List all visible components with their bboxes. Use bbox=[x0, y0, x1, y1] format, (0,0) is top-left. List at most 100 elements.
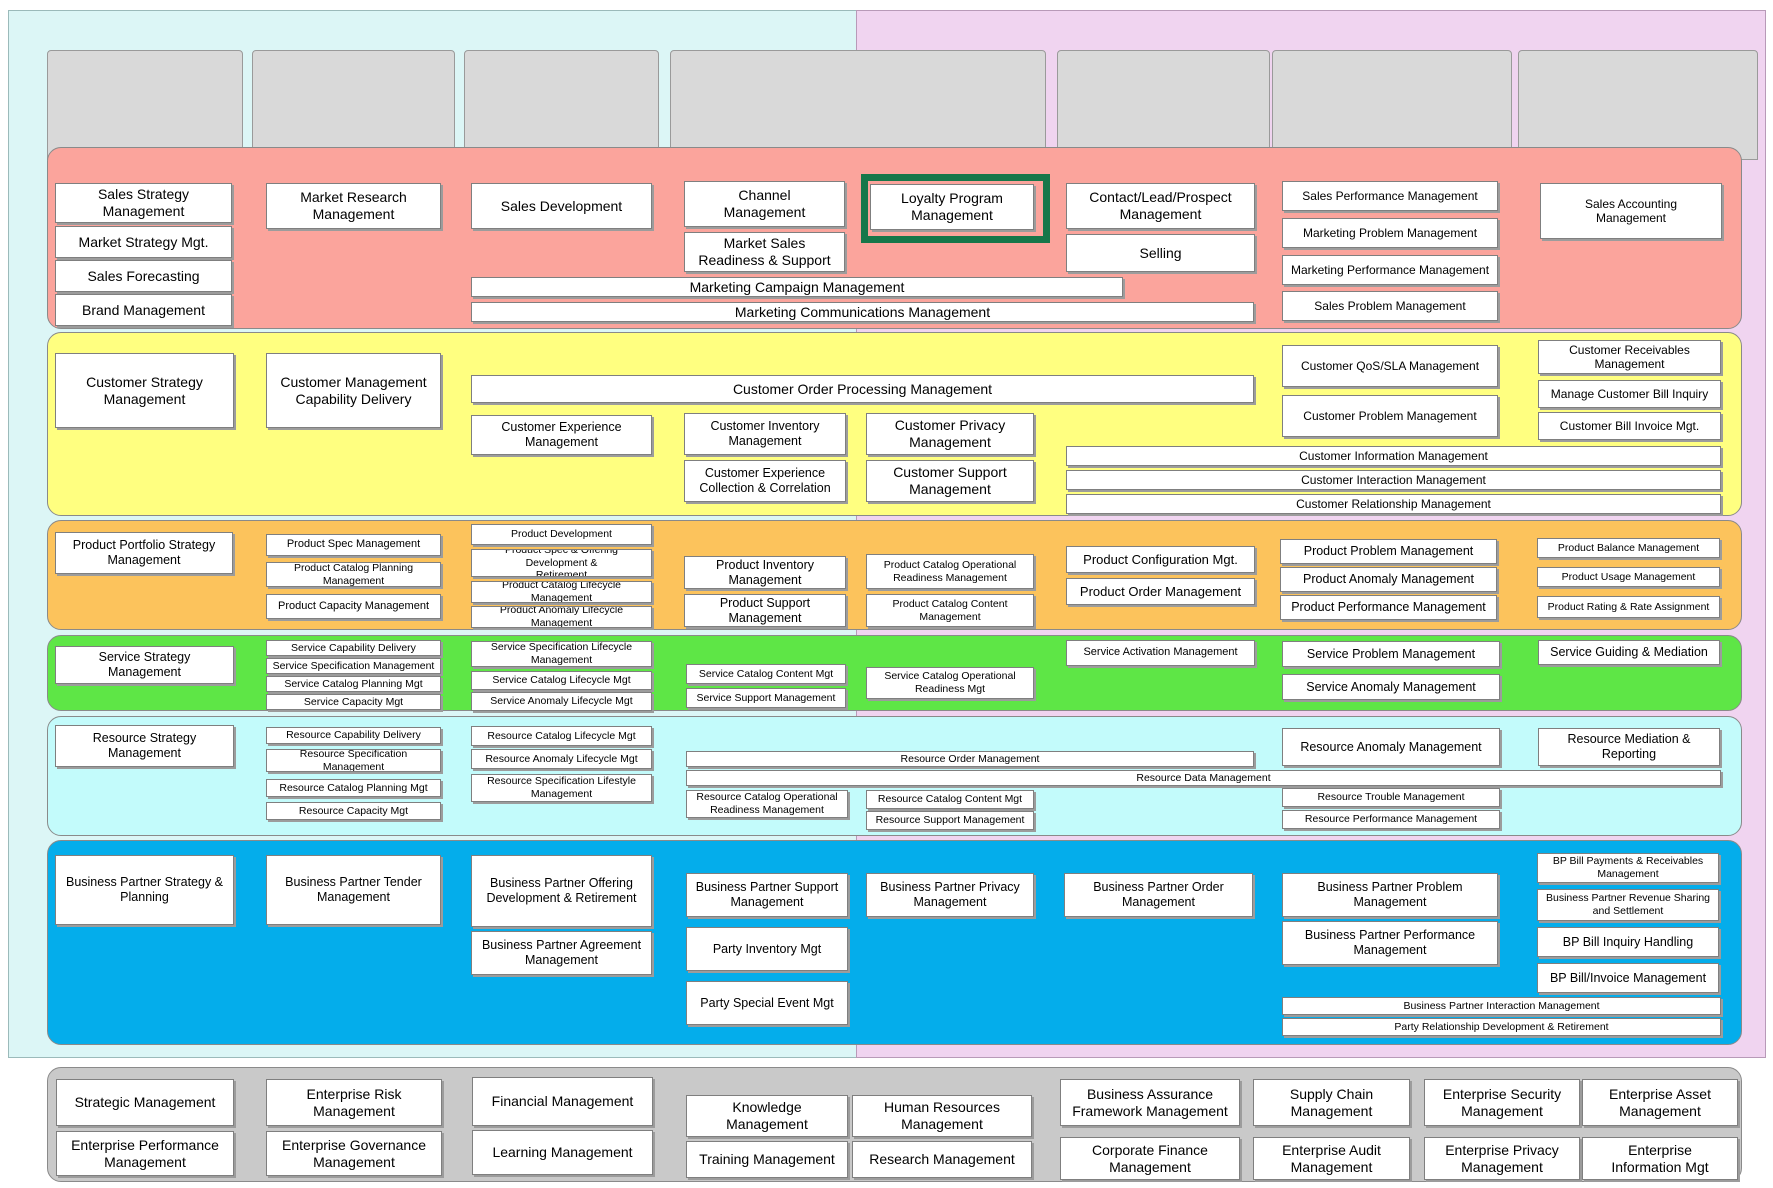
box-enterprise-asset-management: Enterprise Asset Management bbox=[1582, 1079, 1738, 1126]
box-product-catalog-lifecycle-management: Product Catalog Lifecycle Management bbox=[471, 581, 652, 603]
box-resource-specification-lifestyle-management: Resource Specification Lifestyle Managem… bbox=[471, 774, 652, 802]
box-label: Enterprise Risk Management bbox=[306, 1085, 402, 1119]
column-header-business-value-development bbox=[464, 50, 659, 160]
box-label: Resource Strategy Management bbox=[92, 731, 197, 760]
box-label: Learning Management bbox=[492, 1144, 633, 1161]
box-customer-strategy-management: Customer Strategy Management bbox=[55, 353, 234, 428]
box-service-catalog-content-mgt: Service Catalog Content Mgt bbox=[686, 664, 846, 684]
box-product-order-management: Product Order Management bbox=[1066, 578, 1255, 605]
box-business-partner-support-management: Business Partner Support Management bbox=[686, 873, 848, 917]
box-supply-chain-management: Supply Chain Management bbox=[1253, 1079, 1410, 1126]
box-label: Party Relationship Development & Retirem… bbox=[1394, 1020, 1609, 1033]
box-label: Service Strategy Management bbox=[98, 650, 191, 679]
box-sales-strategy-management: Sales Strategy Management bbox=[55, 183, 232, 223]
box-resource-trouble-management: Resource Trouble Management bbox=[1282, 788, 1500, 807]
box-label: Product Development bbox=[511, 528, 612, 541]
box-label: Resource Catalog Operational Readiness M… bbox=[696, 791, 838, 816]
box-customer-bill-invoice-mgt: Customer Bill Invoice Mgt. bbox=[1538, 412, 1721, 440]
box-label: Customer Experience Collection & Correla… bbox=[699, 466, 831, 495]
box-business-partner-revenue-sharing-and-settlement: Business Partner Revenue Sharing and Set… bbox=[1537, 889, 1719, 921]
box-label: Customer Inventory Management bbox=[710, 419, 820, 448]
box-resource-capacity-mgt: Resource Capacity Mgt bbox=[266, 802, 441, 820]
box-label: Service Capability Delivery bbox=[291, 641, 416, 654]
box-customer-support-management: Customer Support Management bbox=[866, 460, 1034, 502]
box-label: Customer Receivables Management bbox=[1569, 342, 1690, 371]
highlight-frame bbox=[861, 174, 1050, 243]
box-resource-anomaly-management: Resource Anomaly Management bbox=[1282, 728, 1500, 766]
box-resource-strategy-management: Resource Strategy Management bbox=[55, 725, 234, 767]
box-label: Service Problem Management bbox=[1306, 646, 1476, 661]
box-customer-management-capability-delivery: Customer Management Capability Delivery bbox=[266, 353, 441, 428]
box-product-capacity-management: Product Capacity Management bbox=[266, 594, 441, 619]
box-business-partner-strategy-and-planning: Business Partner Strategy & Planning bbox=[55, 855, 234, 925]
column-header-strategy-management bbox=[47, 50, 243, 160]
box-enterprise-security-management: Enterprise Security Management bbox=[1424, 1079, 1580, 1126]
box-customer-information-management: Customer Information Management bbox=[1066, 446, 1721, 466]
box-label: Research Management bbox=[869, 1151, 1015, 1168]
box-label: Resource Support Management bbox=[875, 814, 1025, 827]
box-label: Product Order Management bbox=[1079, 583, 1242, 599]
box-label: Customer Support Management bbox=[893, 464, 1007, 497]
box-label: Market Strategy Mgt. bbox=[78, 233, 209, 250]
box-label: Service Catalog Planning Mgt bbox=[284, 677, 423, 690]
box-product-catalog-planning-management: Product Catalog Planning Management bbox=[266, 562, 441, 587]
box-service-anomaly-lifecycle-mgt: Service Anomaly Lifecycle Mgt bbox=[471, 692, 652, 711]
box-label: Service Support Management bbox=[696, 691, 836, 704]
box-label: Sales Problem Management bbox=[1314, 298, 1466, 313]
box-knowledge-management: Knowledge Management bbox=[686, 1095, 848, 1137]
box-label: Business Assurance Framework Management bbox=[1072, 1085, 1228, 1119]
box-label: Loyalty Program Management bbox=[901, 190, 1003, 223]
box-business-partner-problem-management: Business Partner Problem Management bbox=[1282, 873, 1498, 917]
box-label: Resource Specification Lifestyle Managem… bbox=[487, 775, 636, 800]
box-party-special-event-mgt: Party Special Event Mgt bbox=[686, 981, 848, 1025]
box-customer-experience-management: Customer Experience Management bbox=[471, 415, 652, 455]
box-label: Resource Capability Delivery bbox=[286, 729, 421, 742]
box-label: Product Catalog Lifecycle Management bbox=[501, 581, 622, 603]
box-label: Product Portfolio Strategy Management bbox=[72, 538, 216, 567]
box-label: Service Specification Lifecycle Manageme… bbox=[490, 641, 633, 666]
box-label: Sales Performance Management bbox=[1302, 188, 1478, 203]
box-business-partner-interaction-management: Business Partner Interaction Management bbox=[1282, 997, 1721, 1015]
box-customer-receivables-management: Customer Receivables Management bbox=[1538, 340, 1721, 374]
box-bp-bill-invoice-management: BP Bill/Invoice Management bbox=[1537, 963, 1719, 993]
box-label: Service Activation Management bbox=[1083, 646, 1238, 659]
box-bp-bill-payments-and-receivables-management: BP Bill Payments & Receivables Managemen… bbox=[1537, 853, 1719, 883]
box-product-support-management: Product Support Management bbox=[684, 594, 846, 627]
box-label: Marketing Communications Management bbox=[734, 303, 991, 320]
box-enterprise-privacy-management: Enterprise Privacy Management bbox=[1424, 1137, 1580, 1180]
box-label: Market Research Management bbox=[300, 189, 407, 222]
box-product-balance-management: Product Balance Management bbox=[1537, 538, 1720, 558]
box-service-problem-management: Service Problem Management bbox=[1282, 641, 1500, 667]
box-label: Customer Problem Management bbox=[1303, 408, 1477, 423]
box-label: Business Partner Tender Management bbox=[285, 875, 422, 904]
box-product-anomaly-lifecycle-management: Product Anomaly Lifecycle Management bbox=[471, 606, 652, 628]
box-label: Market Sales Readiness & Support bbox=[698, 235, 831, 268]
box-market-sales-readiness-and-support: Market Sales Readiness & Support bbox=[684, 232, 845, 272]
box-label: Customer QoS/SLA Management bbox=[1300, 358, 1480, 373]
box-label: Marketing Problem Management bbox=[1302, 225, 1478, 240]
box-customer-inventory-management: Customer Inventory Management bbox=[684, 413, 846, 455]
box-service-guiding-and-mediation: Service Guiding & Mediation bbox=[1538, 640, 1720, 665]
box-label: Product Catalog Planning Management bbox=[293, 562, 414, 587]
column-header-billing bbox=[1518, 50, 1758, 160]
box-label: Training Management bbox=[699, 1151, 835, 1168]
box-customer-relationship-management: Customer Relationship Management bbox=[1066, 494, 1721, 514]
box-service-catalog-planning-mgt: Service Catalog Planning Mgt bbox=[266, 676, 441, 692]
box-label: Service Catalog Operational Readiness Mg… bbox=[884, 670, 1016, 695]
box-product-spec-and-offering-development-and-retirement: Product Spec & Offering Development & Re… bbox=[471, 549, 652, 577]
area-title-ops bbox=[856, 14, 1764, 50]
box-sales-development: Sales Development bbox=[471, 183, 652, 229]
box-label: Brand Management bbox=[82, 301, 205, 318]
box-product-usage-management: Product Usage Management bbox=[1537, 567, 1720, 587]
box-label: BP Bill/Invoice Management bbox=[1549, 970, 1707, 985]
box-label: Product Catalog Content Management bbox=[892, 597, 1008, 623]
box-label: Enterprise Security Management bbox=[1442, 1085, 1562, 1119]
box-product-anomaly-management: Product Anomaly Management bbox=[1280, 567, 1497, 592]
box-business-partner-agreement-management: Business Partner Agreement Management bbox=[471, 931, 652, 975]
box-selling: Selling bbox=[1066, 234, 1255, 272]
box-label: Resource Mediation & Reporting bbox=[1567, 732, 1691, 761]
box-label: Enterprise Information Mgt bbox=[1611, 1141, 1709, 1175]
box-label: Sales Strategy Management bbox=[97, 186, 190, 219]
box-label: Business Partner Support Management bbox=[695, 880, 839, 909]
box-product-portfolio-strategy-management: Product Portfolio Strategy Management bbox=[55, 532, 233, 574]
